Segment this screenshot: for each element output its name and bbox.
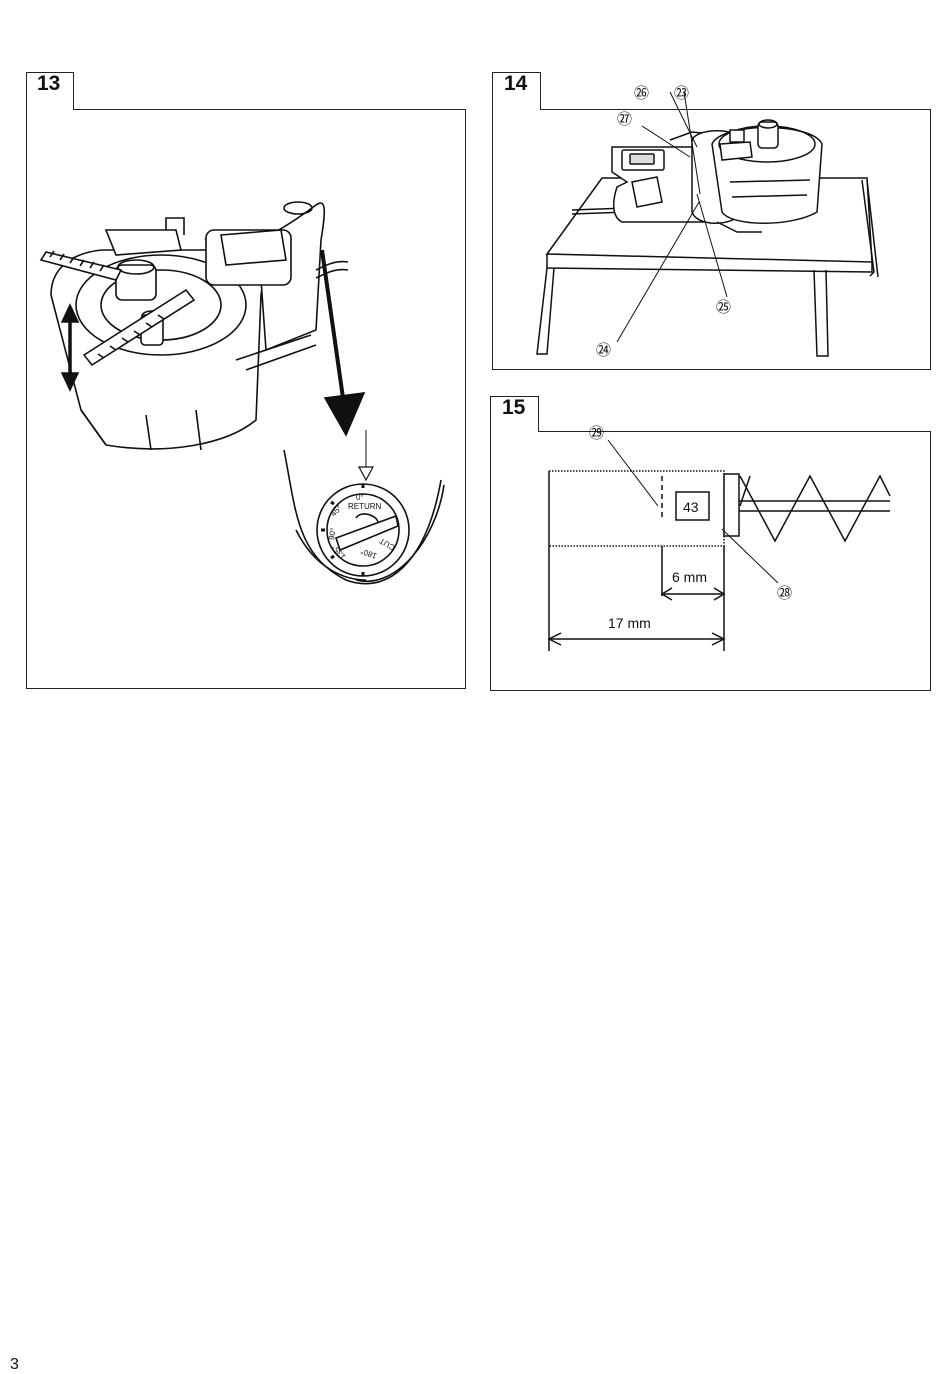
page-number: 3 [10,1356,19,1373]
callout-23: ㉓ [674,85,689,102]
box-value: 43 [683,499,699,515]
callout-24: ㉔ [596,342,611,359]
callout-29: ㉙ [589,425,604,442]
figure-14-tab [540,72,931,110]
callout-27: ㉗ [617,111,632,128]
table-leg-right [813,269,829,357]
dim-17mm-label: 17 mm [608,615,651,631]
spring-coil [739,474,891,543]
callout-26: ㉖ [634,85,649,102]
callout-25: ㉕ [716,299,731,316]
dim-6mm-label: 6 mm [672,569,707,585]
dial-label-return: RETURN [348,502,382,511]
big-arrow-head [323,392,366,437]
dial-pointer [357,466,375,482]
figure-15-tab [538,396,931,432]
figure-13-number: 13 [37,72,61,95]
figure-15-number: 15 [502,396,526,419]
rebar-block [549,470,725,547]
table-leg-left [536,267,555,355]
figure-13-illustration: 0° RETURN 45° 90° 135° 180° CUT [39,201,445,585]
figure-15-diagram: ㉙ ㉘ 43 6 mm 17 mm [547,425,891,651]
arrow-down-head [60,372,80,392]
end-plate [723,473,740,537]
figure-13-tab [73,72,466,110]
arrow-up-head [60,303,80,323]
callout-28: ㉘ [777,585,792,602]
dial-label-90deg: 90° [327,527,338,540]
figure-14-illustration: ㉖ ㉓ ㉗ ㉕ ㉔ [536,85,879,359]
dial-housing-curve [283,449,442,585]
dial-label-0deg: 0° [356,493,364,502]
dial-inner [326,493,400,567]
dial-knob [334,514,399,552]
figure-14-number: 14 [504,72,528,95]
tool-handle [611,146,718,223]
number-box [675,491,710,521]
